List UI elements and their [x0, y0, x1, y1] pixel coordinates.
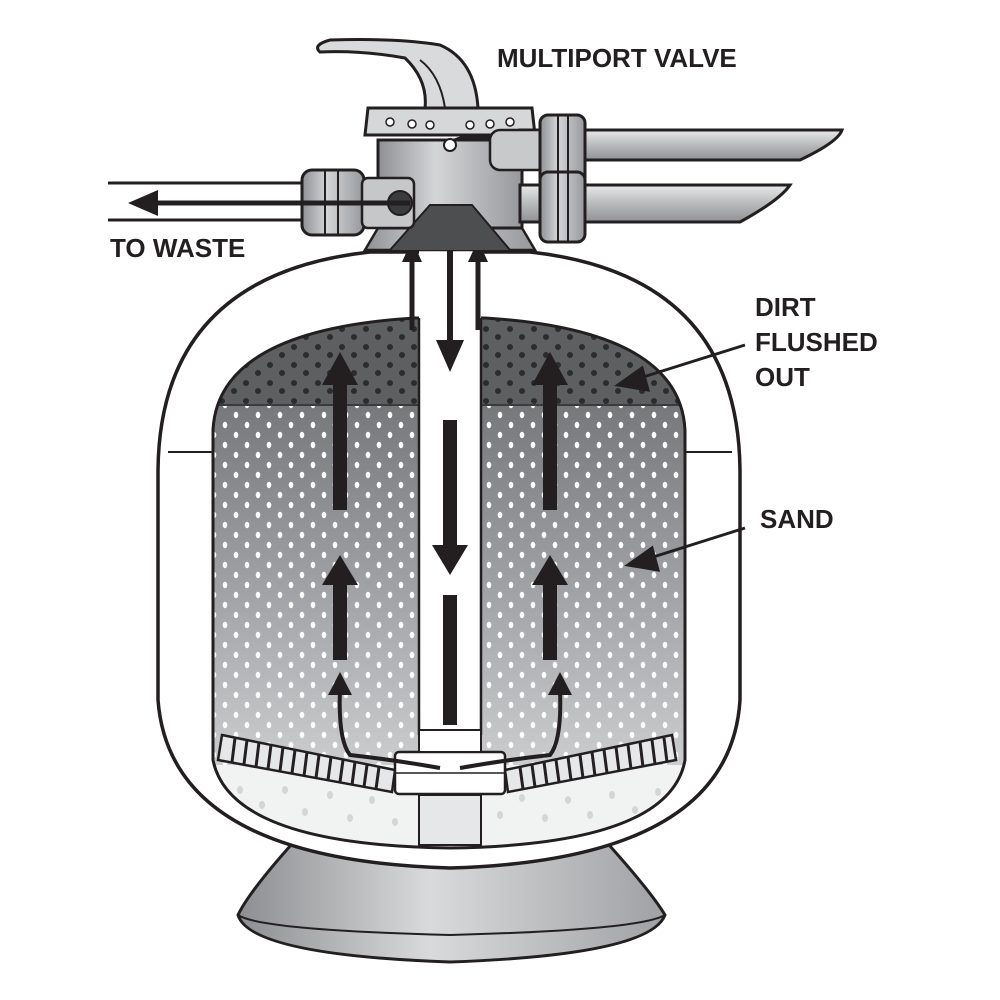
flow-path-right	[459, 689, 563, 770]
arrow-left-icon	[128, 190, 410, 216]
dirt-label-line1: DIRT	[755, 292, 816, 322]
dirt-label-line3: OUT	[755, 362, 810, 392]
sand-label: SAND	[760, 504, 834, 534]
media-chamber-outline	[211, 316, 687, 850]
dirt-label-line2: FLUSHED	[755, 327, 878, 357]
flow-path-left	[337, 689, 441, 770]
inlet-pipe-right	[488, 113, 845, 244]
valve-label: MULTIPORT VALVE	[497, 43, 737, 73]
bottom-gravel-dots	[237, 786, 661, 832]
waste-label: TO WASTE	[110, 233, 245, 263]
lateral-arm-right	[503, 733, 678, 794]
lateral-hub	[393, 729, 507, 796]
arrow-up-icon	[328, 672, 572, 695]
upflow-arrows	[322, 352, 568, 660]
filter-base-stand	[236, 833, 667, 964]
callout-leaders	[614, 343, 746, 572]
lateral-arm-left	[216, 733, 397, 794]
